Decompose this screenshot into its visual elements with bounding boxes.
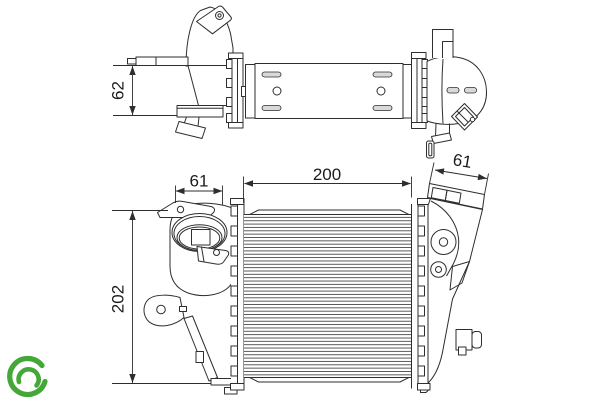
dim-label-61-right: 61: [452, 150, 474, 172]
mounting-arm: [135, 56, 189, 66]
front-view-drawing: [143, 183, 485, 395]
dim-label-61-left: 61: [190, 172, 209, 191]
inlet-ear-bottom: [196, 246, 230, 265]
dim-right-tank-width: 61: [429, 150, 489, 195]
dim-top-height: 62: [109, 65, 177, 116]
dim-overall-height: 202: [109, 210, 211, 384]
dim-label-62: 62: [109, 81, 128, 100]
top-bracket-bar: [427, 183, 485, 210]
dim-label-200: 200: [313, 165, 341, 184]
foot-plate: [175, 121, 206, 139]
brand-swirl-logo-icon: [7, 355, 48, 398]
dim-inlet-width: 61: [175, 172, 223, 206]
core-fins: [244, 214, 412, 378]
support-leg: [183, 315, 218, 382]
dimension-annotations: 62 61 200 61: [109, 65, 489, 384]
dim-label-202: 202: [109, 285, 128, 313]
top-view-drawing: [127, 5, 488, 159]
dim-core-width: 200: [243, 165, 412, 203]
